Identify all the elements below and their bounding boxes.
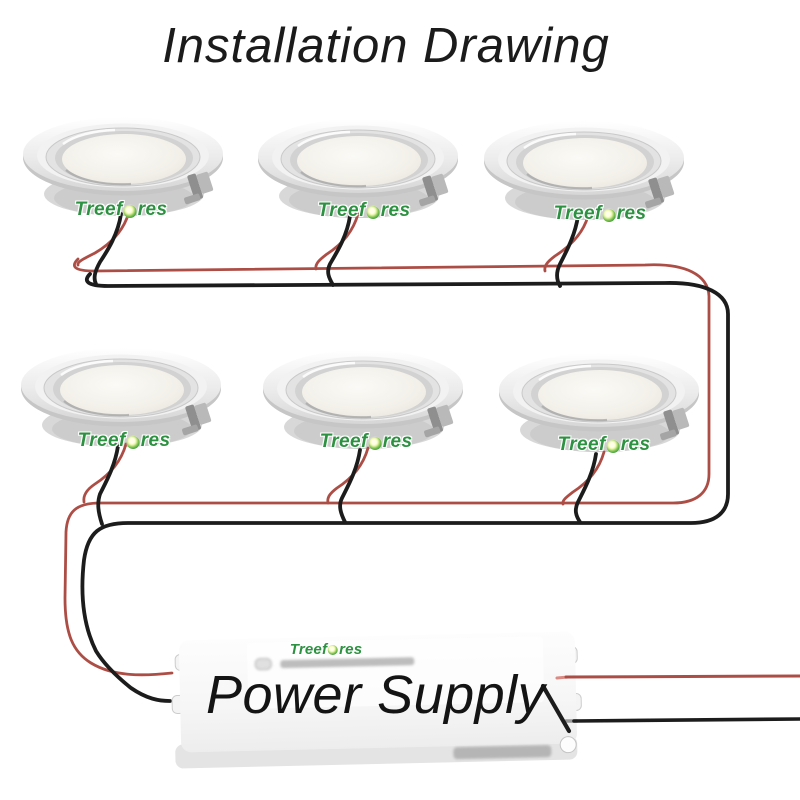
- page-title: Installation Drawing: [162, 19, 610, 73]
- brand-leaf-dot-icon: [606, 439, 620, 453]
- wire-black-bus: [80, 272, 730, 703]
- brand-leaf-dot-icon: [368, 436, 382, 450]
- brand-logo-light-6: Treef res: [558, 434, 651, 456]
- brand-text-prefix: Treef: [317, 200, 366, 221]
- mains-red-wire: [564, 674, 800, 679]
- mains-black-wire: [572, 717, 800, 723]
- brand-text-suffix: res: [382, 431, 413, 452]
- brand-leaf-dot-icon: [123, 204, 137, 218]
- wiring: [63, 210, 730, 703]
- psu-spec-text-blur: [280, 657, 415, 669]
- wire-red-pigtails: [76, 210, 606, 506]
- brand-text-suffix: res: [339, 641, 363, 658]
- brand-leaf-dot-icon: [602, 208, 616, 222]
- power-supply-label: Power Supply: [206, 665, 546, 725]
- psu-barcode-label-blur: [453, 745, 552, 760]
- brand-leaf-dot-icon: [126, 435, 140, 449]
- brand-leaf-dot-icon: [328, 645, 339, 655]
- brand-text-suffix: res: [140, 430, 171, 451]
- brand-logo-psu: Treef res: [290, 641, 363, 658]
- brand-logo-light-2: Treef res: [318, 200, 411, 222]
- brand-logo-light-3: Treef res: [554, 203, 647, 225]
- brand-text-prefix: Treef: [319, 431, 368, 452]
- brand-text-suffix: res: [137, 199, 168, 220]
- psu-corner-notch: [559, 736, 577, 754]
- psu-label-panel: [246, 636, 545, 709]
- brand-logo-light-5: Treef res: [320, 431, 413, 453]
- brand-text-suffix: res: [620, 434, 651, 455]
- brand-text-suffix: res: [380, 200, 411, 221]
- brand-leaf-dot-icon: [366, 205, 380, 219]
- brand-logo-light-4: Treef res: [78, 430, 171, 452]
- brand-logo-light-1: Treef res: [75, 199, 168, 221]
- brand-text-prefix: Treef: [77, 430, 126, 451]
- brand-text-prefix: Treef: [557, 434, 606, 455]
- brand-text-suffix: res: [616, 203, 647, 224]
- wire-red-bus: [63, 257, 711, 677]
- wire-black-pigtails: [92, 212, 598, 526]
- brand-text-prefix: Treef: [74, 199, 123, 220]
- brand-text-prefix: Treef: [289, 641, 328, 658]
- mains-wires: [540, 674, 800, 734]
- brand-text-prefix: Treef: [553, 203, 602, 224]
- psu-cert-mark-blur: [254, 658, 272, 671]
- psu-corner-black-wire: [540, 683, 572, 734]
- power-supply-unit: [171, 631, 582, 769]
